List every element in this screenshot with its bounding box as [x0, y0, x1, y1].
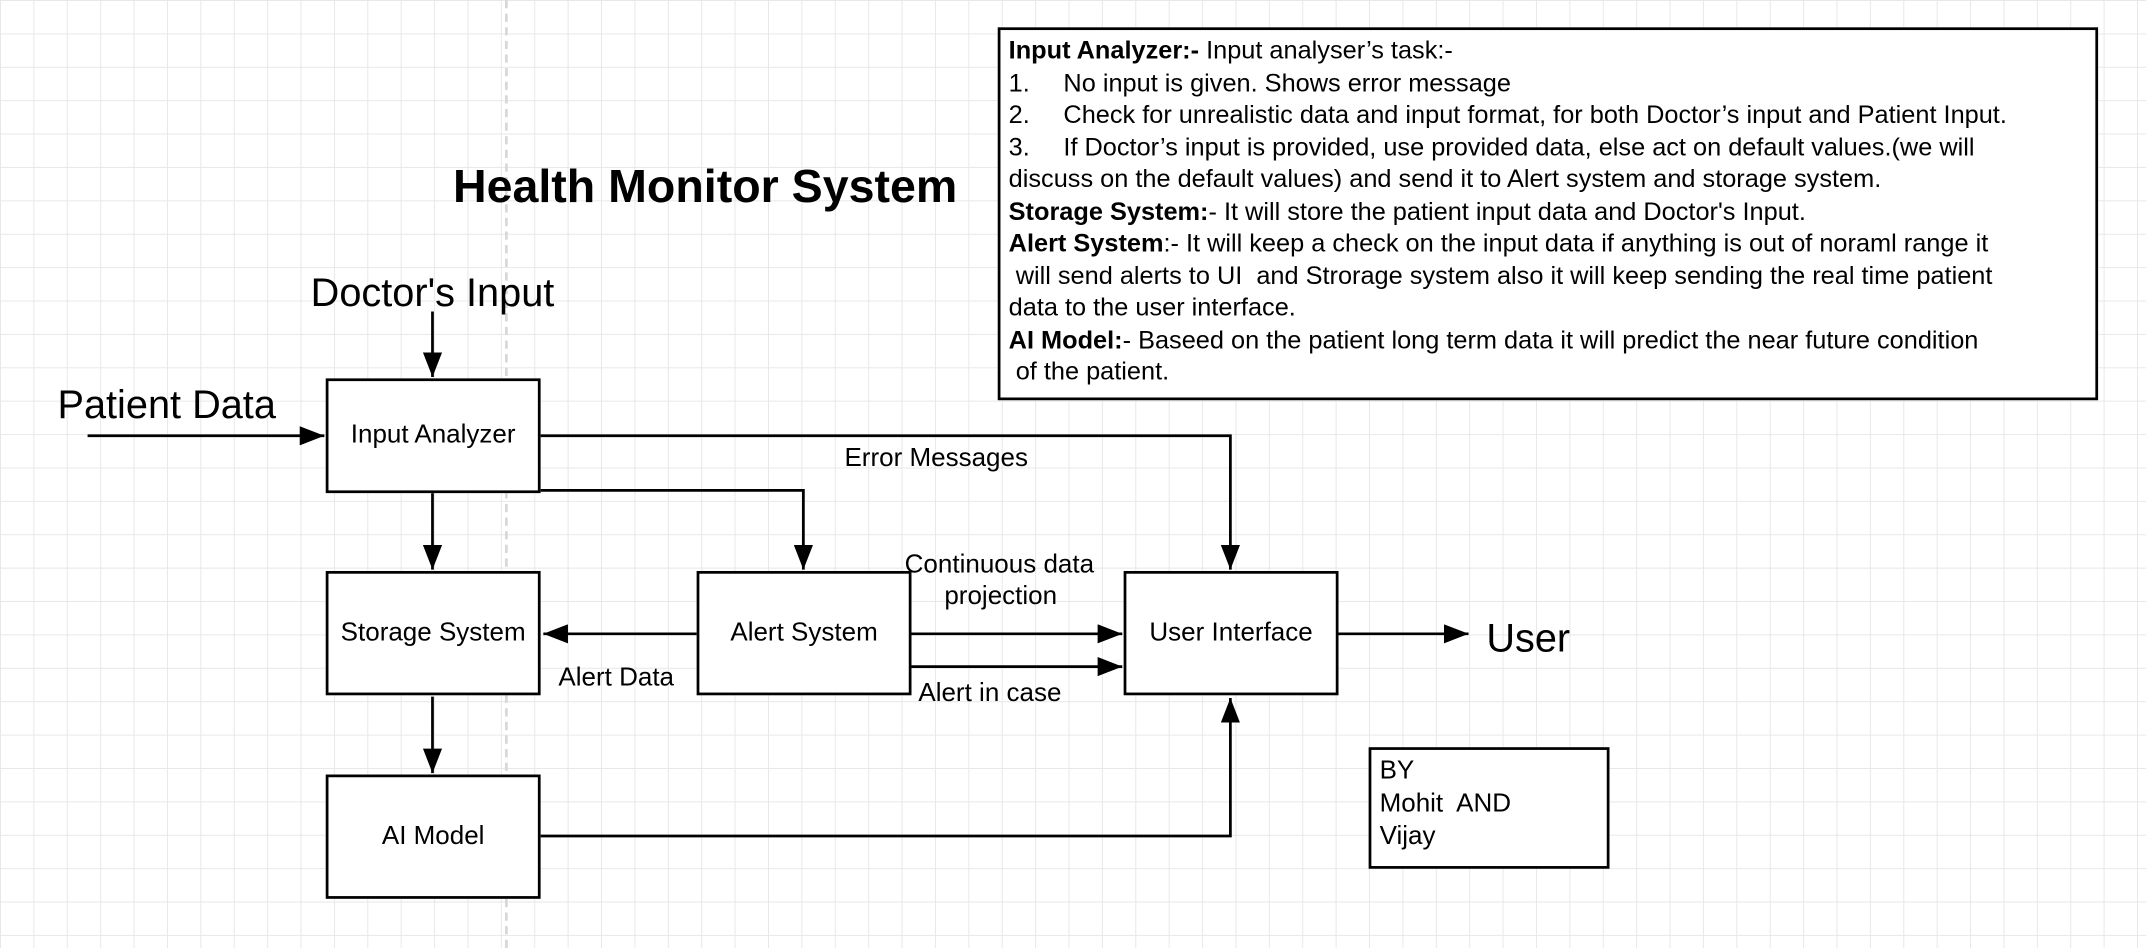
credits-line: Mohit AND: [1379, 789, 1512, 819]
notes-box: Input Analyzer:- Input analyser’s task:-…: [997, 27, 2099, 401]
projection-label: projection: [944, 581, 1058, 611]
storage-system-label: Storage System: [340, 618, 526, 647]
credits-line: BY: [1379, 756, 1415, 786]
notes-ai-text: - Baseed on the patient long term data i…: [1122, 324, 1979, 354]
notes-ia-heading: Input Analyzer:-: [1008, 35, 1200, 65]
ai-model-box: AI Model: [325, 774, 541, 899]
notes-ia-text: Input analyser’s task:-: [1199, 35, 1453, 65]
arrow-analyzer-to-ui-error: [540, 434, 1240, 570]
arrow-ai-to-ui: [540, 698, 1240, 838]
notes-alert-text-2: will send alerts to UI and Strorage syst…: [1008, 260, 1993, 289]
diagram-title: Health Monitor System: [453, 161, 958, 214]
arrow-analyzer-to-alert: [540, 489, 813, 570]
notes-item-number: 2.: [1008, 99, 1030, 129]
notes-item-text: If Doctor’s input is provided, use provi…: [1063, 131, 1975, 161]
notes-item-number: 1.: [1008, 67, 1030, 97]
alert-system-label: Alert System: [730, 618, 878, 647]
storage-system-box: Storage System: [325, 570, 541, 696]
notes-alert-text-3: data to the user interface.: [1008, 292, 1296, 322]
notes-item-text: No input is given. Shows error message: [1063, 67, 1511, 97]
notes-item3-continuation: discuss on the default values) and send …: [1008, 163, 1882, 193]
user-interface-box: User Interface: [1123, 570, 1339, 696]
notes-storage-heading: Storage System:: [1008, 196, 1209, 225]
user-label: User: [1486, 617, 1571, 662]
credits-box: BY Mohit AND Vijay: [1368, 747, 1610, 869]
notes-ai-text-2: of the patient.: [1008, 356, 1170, 386]
notes-alert-text: :- It will keep a check on the input dat…: [1163, 228, 1989, 257]
notes-item-number: 3.: [1008, 131, 1030, 161]
alert-system-box: Alert System: [696, 570, 912, 696]
notes-ai-heading: AI Model:: [1008, 324, 1123, 354]
continuous-data-label: Continuous data: [904, 550, 1095, 580]
doctors-input-label: Doctor's Input: [310, 271, 555, 316]
patient-data-label: Patient Data: [57, 383, 276, 428]
input-analyzer-label: Input Analyzer: [350, 420, 516, 450]
ai-model-label: AI Model: [381, 821, 485, 851]
input-analyzer-box: Input Analyzer: [325, 378, 541, 494]
credits-line: Vijay: [1379, 822, 1436, 852]
error-messages-label: Error Messages: [844, 443, 1028, 473]
notes-item-text: Check for unrealistic data and input for…: [1063, 99, 2007, 129]
alert-data-label: Alert Data: [558, 663, 675, 693]
alert-in-case-label: Alert in case: [918, 678, 1062, 708]
notes-alert-heading: Alert System: [1008, 228, 1164, 257]
notes-storage-text: - It will store the patient input data a…: [1208, 196, 1806, 225]
user-interface-label: User Interface: [1149, 618, 1313, 647]
